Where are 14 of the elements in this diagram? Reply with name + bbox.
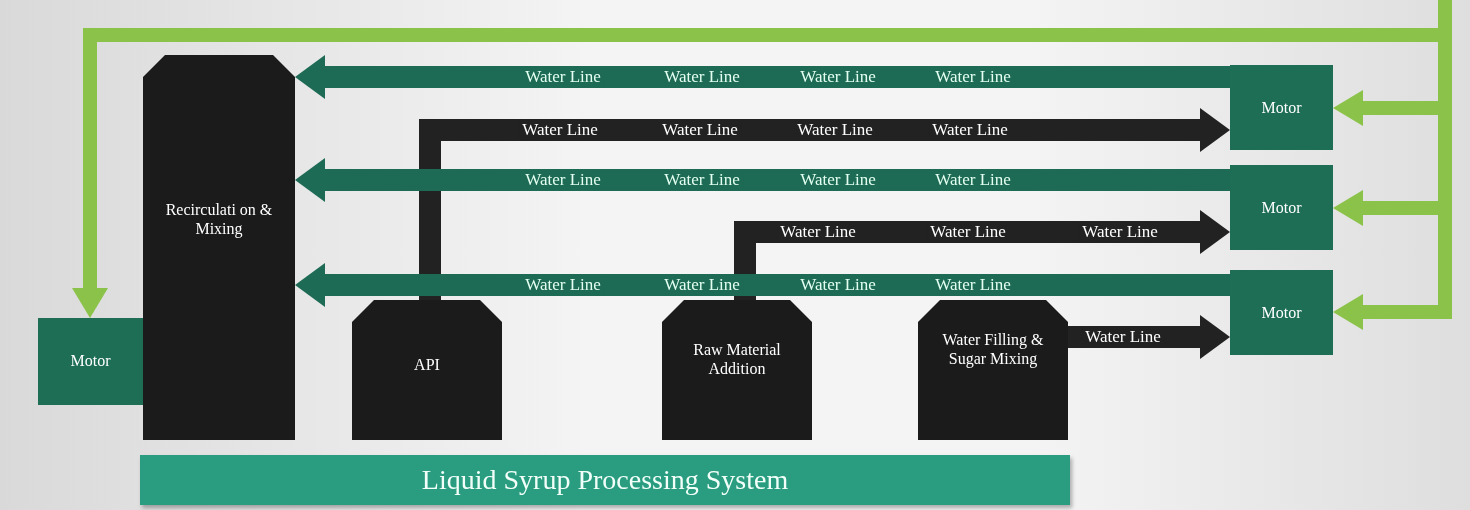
process-tank: Recirculati on & Mixing xyxy=(143,55,295,440)
process-tank: Raw Material Addition xyxy=(662,300,812,440)
pipe-arrow xyxy=(295,158,1230,202)
pipe-arrow xyxy=(295,55,1230,99)
motor-box: Motor xyxy=(1230,165,1333,250)
pipe-arrow xyxy=(734,210,1230,300)
motor-box: Motor xyxy=(38,318,143,405)
process-tank: Water Filling & Sugar Mixing xyxy=(918,300,1068,440)
pipe-arrow xyxy=(419,108,1230,300)
title-banner: Liquid Syrup Processing System xyxy=(140,455,1070,505)
motor-box: Motor xyxy=(1230,65,1333,150)
motor-box: Motor xyxy=(1230,270,1333,355)
pipe-arrow xyxy=(1068,315,1230,359)
process-tank: API xyxy=(352,300,502,440)
